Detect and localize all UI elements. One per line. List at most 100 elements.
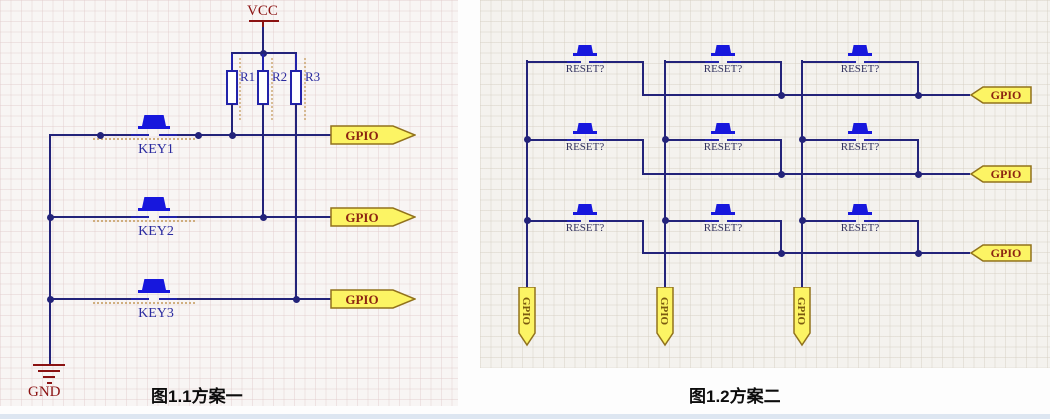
wire-column-1 [526, 60, 528, 288]
wire-drop [780, 139, 782, 175]
key-contact [842, 139, 856, 141]
gpio-column-port-flag: GPIO [518, 287, 536, 347]
wire-segment [603, 61, 643, 63]
wire-drop [642, 139, 644, 175]
matrix-key: RESET? [527, 117, 643, 153]
key-contact [727, 220, 741, 222]
wire-segment [665, 139, 705, 141]
flag-shape [970, 86, 1032, 104]
squiggle-mark [271, 58, 273, 120]
gpio-port-label: GPIO [991, 88, 1022, 102]
squiggle-mark [93, 302, 197, 304]
key-contact [864, 61, 878, 63]
gnd-label: GND [28, 384, 61, 400]
key-cap [715, 45, 731, 53]
key-cap-base [138, 126, 170, 129]
wire-row-bus-3 [643, 252, 970, 254]
junction-dot [915, 92, 922, 99]
key-cap [577, 45, 593, 53]
key-label-key3: KEY3 [138, 306, 174, 321]
key-contact [864, 220, 878, 222]
vcc-stub [262, 22, 264, 28]
wire-segment [603, 139, 643, 141]
figure-caption-one: 图1.1方案一 [151, 387, 243, 406]
junction-dot [97, 132, 104, 139]
gpio-row-port-flag: GPIO [970, 165, 1032, 183]
key-cap-base [573, 53, 597, 56]
wire-segment [741, 139, 781, 141]
flag-shape [330, 125, 416, 145]
junction-dot [778, 250, 785, 257]
key-contact [567, 220, 581, 222]
junction-dot [524, 136, 531, 143]
wire-key2-left [50, 216, 131, 218]
gpio-row-port-flag: GPIO [970, 86, 1032, 104]
wire-drop [917, 61, 919, 96]
key-contact [131, 134, 149, 136]
key-contact [567, 139, 581, 141]
bottom-edge-strip [0, 414, 1050, 419]
key-cap [577, 204, 593, 212]
flag-shape [970, 165, 1032, 183]
wire-drop [780, 220, 782, 254]
wire-segment [603, 220, 643, 222]
key-cap-base [848, 212, 872, 215]
wire-segment [665, 61, 705, 63]
junction-dot [195, 132, 202, 139]
flag-shape [330, 289, 416, 309]
wire-drop [642, 220, 644, 254]
junction-dot [915, 250, 922, 257]
key-contact [864, 139, 878, 141]
wire-r2-down [262, 104, 264, 218]
key-label-reset: RESET? [840, 141, 880, 153]
flag-shape [518, 287, 536, 347]
wire-key3-left [50, 298, 131, 300]
junction-dot [662, 217, 669, 224]
wire-drop [780, 61, 782, 96]
junction-dot [915, 171, 922, 178]
resistor-body-r1 [226, 70, 238, 105]
key-contact [589, 220, 603, 222]
key-cap [852, 45, 868, 53]
key-cap-base [573, 131, 597, 134]
key-cap-base [848, 131, 872, 134]
key-label-reset: RESET? [565, 63, 605, 75]
gpio-column-port-flag: GPIO [793, 287, 811, 347]
wire-drop [642, 61, 644, 96]
key-cap [852, 204, 868, 212]
resistor-lead [231, 54, 233, 70]
flag-shape [793, 287, 811, 347]
wire-segment [878, 61, 918, 63]
wire-drop [917, 139, 919, 175]
vcc-bar [249, 20, 279, 22]
key-cap-base [711, 212, 735, 215]
junction-dot [524, 217, 531, 224]
gpio-port-flag: GPIO [330, 289, 416, 309]
key-cap [142, 279, 166, 290]
gpio-port-label: GPIO [520, 297, 532, 326]
junction-dot [662, 136, 669, 143]
wire-segment [802, 61, 842, 63]
gpio-port-label: GPIO [658, 297, 670, 326]
gnd-bar [47, 382, 52, 384]
vcc-label: VCC [247, 3, 278, 19]
key-contact [131, 298, 149, 300]
wire-segment [802, 139, 842, 141]
key-cap-base [573, 212, 597, 215]
squiggle-mark [93, 220, 197, 222]
key-contact [159, 216, 177, 218]
wire-vcc-down [262, 27, 264, 54]
matrix-key: RESET? [665, 39, 781, 75]
wire-segment [527, 61, 567, 63]
key-label-reset: RESET? [703, 222, 743, 234]
resistor-label-r3: R3 [305, 69, 321, 84]
key-contact [842, 61, 856, 63]
resistor-body-r3 [290, 70, 302, 105]
wire-ground-bus [49, 134, 51, 366]
wire-segment [741, 220, 781, 222]
wire-segment [802, 220, 842, 222]
key-contact [589, 61, 603, 63]
matrix-key: RESET? [802, 198, 918, 234]
key-label-reset: RESET? [840, 63, 880, 75]
junction-dot [47, 296, 54, 303]
